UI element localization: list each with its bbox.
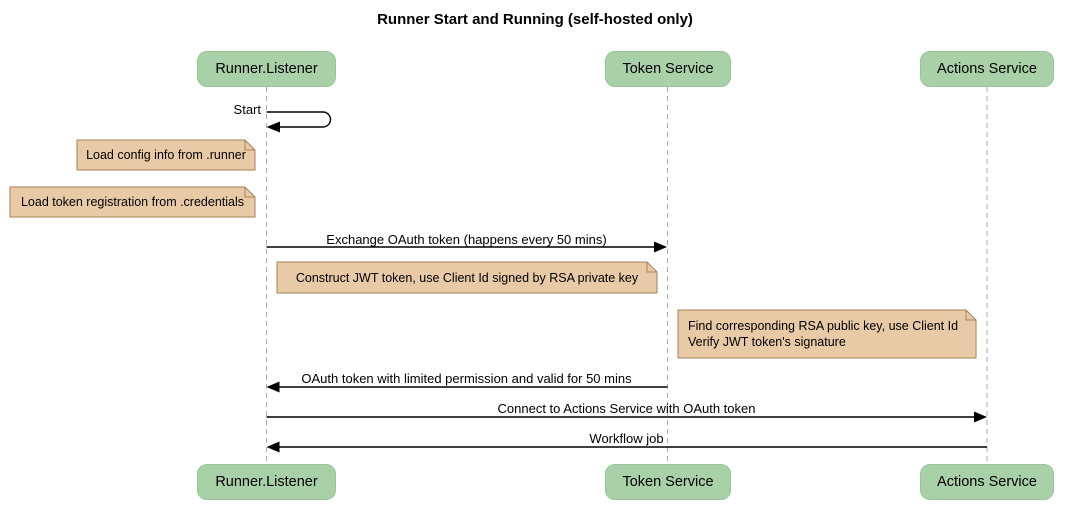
- diagram-title: Runner Start and Running (self-hosted on…: [377, 11, 693, 28]
- participant-label: Runner.Listener: [215, 61, 318, 77]
- note-fold-construct-jwt: [646, 262, 657, 273]
- participant-top-actions-service: Actions Service: [920, 51, 1054, 87]
- note-load-config: Load config info from .runner: [86, 148, 246, 162]
- participant-top-token-service: Token Service: [605, 51, 731, 87]
- note-shape-construct-jwt: [276, 261, 658, 294]
- note-construct-jwt: Construct JWT token, use Client Id signe…: [295, 270, 639, 285]
- arrowhead-workflow-job: [266, 441, 280, 453]
- note-shape-load-config: [76, 139, 256, 171]
- self-message-arrow-start: [266, 111, 332, 128]
- participant-label: Token Service: [622, 474, 714, 490]
- note-find-rsa-key: Find corresponding RSA public key, use C…: [688, 319, 959, 349]
- message-label-exchange-oauth: Exchange OAuth token (happens every 50 m…: [326, 232, 607, 247]
- participant-bottom-runner-listener: Runner.Listener: [197, 464, 336, 500]
- participant-bottom-actions-service: Actions Service: [920, 464, 1054, 500]
- participant-label: Token Service: [622, 61, 714, 77]
- participant-label: Actions Service: [937, 61, 1037, 77]
- arrowhead-start: [266, 121, 280, 133]
- arrowhead-exchange-oauth: [654, 241, 667, 253]
- note-fold-load-token: [244, 187, 255, 198]
- message-label-start: Start: [233, 102, 261, 117]
- message-label-oauth-return: OAuth token with limited permission and …: [301, 371, 632, 386]
- arrowhead-oauth-return: [266, 381, 280, 393]
- participant-label: Runner.Listener: [215, 474, 318, 490]
- note-shape-find-rsa: [677, 309, 977, 359]
- message-label-workflow-job: Workflow job: [589, 431, 664, 446]
- note-fold-load-config: [244, 140, 255, 151]
- note-fold-find-rsa: [965, 310, 976, 321]
- participant-bottom-token-service: Token Service: [605, 464, 731, 500]
- participant-top-runner-listener: Runner.Listener: [197, 51, 336, 87]
- note-shape-load-token: [9, 186, 256, 218]
- message-label-connect-actions: Connect to Actions Service with OAuth to…: [497, 401, 756, 416]
- note-load-token-registration: Load token registration from .credential…: [20, 195, 245, 209]
- participant-label: Actions Service: [937, 474, 1037, 490]
- arrowhead-connect-actions: [974, 411, 987, 423]
